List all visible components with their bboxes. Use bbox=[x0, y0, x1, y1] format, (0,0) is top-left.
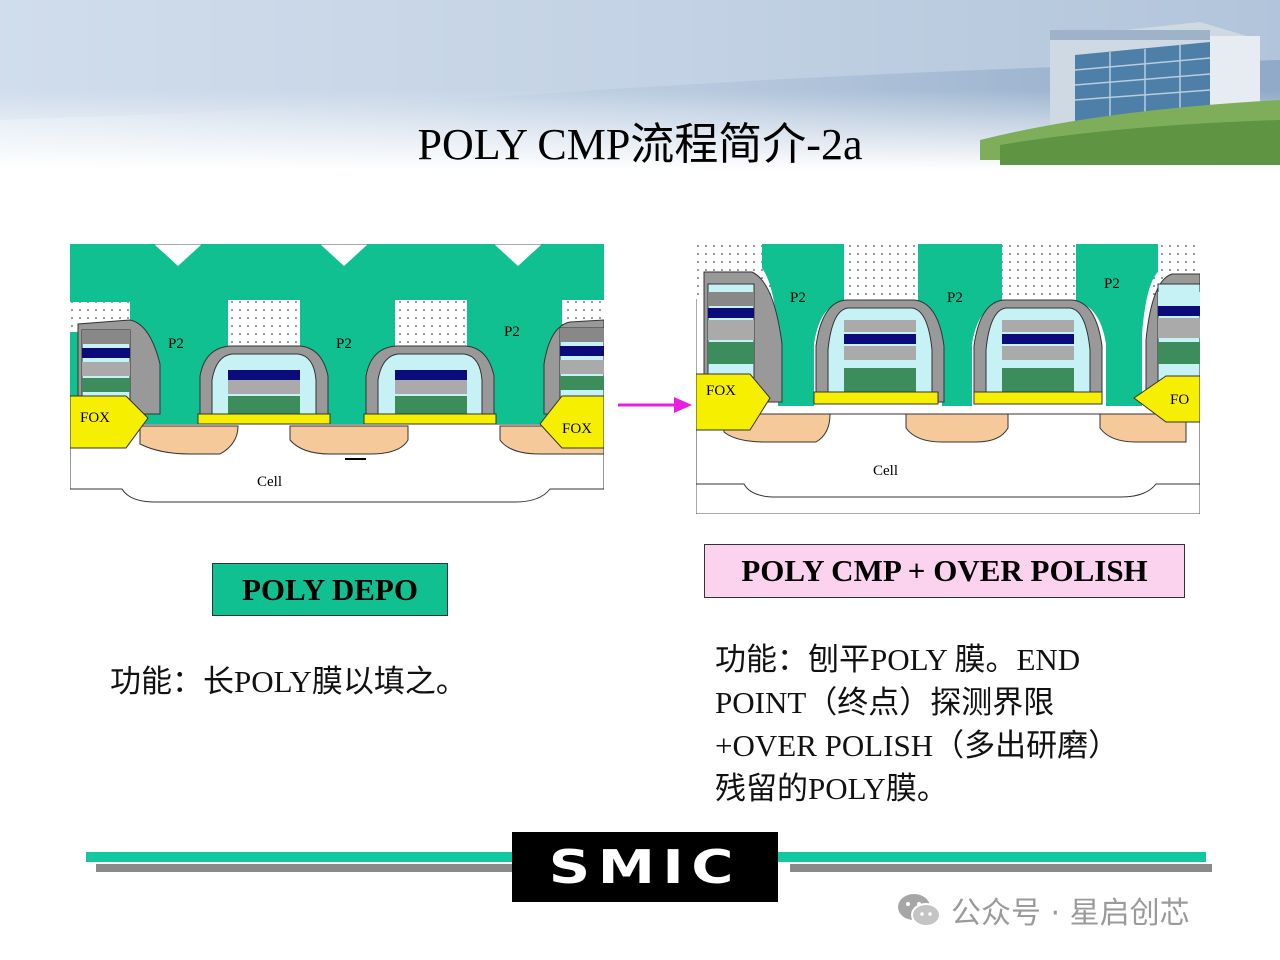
footer-stripes bbox=[86, 852, 1212, 872]
label-fox-right: FO bbox=[1170, 392, 1189, 408]
description-line: POINT（终点）探测界限 bbox=[715, 685, 1055, 720]
description-line: +OVER POLISH（多出研磨） bbox=[715, 728, 1120, 763]
poly-depo-label: POLY DEPO bbox=[212, 563, 448, 616]
label-fox-right: FOX bbox=[562, 421, 592, 437]
label-fox-left: FOX bbox=[80, 410, 110, 426]
poly-depo-diagram: P2 P2 P2 FOX FOX Cell bbox=[70, 244, 604, 514]
description-line: 残留的POLY膜。 bbox=[715, 771, 948, 806]
label-cell: Cell bbox=[873, 463, 898, 479]
process-arrow bbox=[618, 397, 692, 413]
poly-depo-description: 功能：长POLY膜以填之。 bbox=[110, 664, 467, 699]
label-p2-1: P2 bbox=[168, 336, 184, 352]
poly-cmp-description: 功能：刨平POLY 膜。END POINT（终点）探测界限 +OVER POLI… bbox=[715, 638, 1195, 810]
label-p2-2: P2 bbox=[947, 290, 963, 306]
header-background bbox=[0, 0, 1280, 170]
smic-logo-text: SMIC bbox=[548, 840, 742, 894]
watermark: 公众号 · 星启创芯 bbox=[895, 888, 1190, 932]
poly-cmp-diagram: P2 P2 P2 FOX FO Cell bbox=[696, 244, 1200, 514]
watermark-text: 公众号 · 星启创芯 bbox=[951, 896, 1190, 931]
label-p2-2: P2 bbox=[336, 336, 352, 352]
description-line: 功能：刨平POLY 膜。END bbox=[715, 642, 1081, 677]
building-illustration bbox=[980, 22, 1280, 165]
label-p2-3: P2 bbox=[1104, 276, 1120, 292]
smic-logo: SMIC bbox=[512, 832, 778, 902]
poly-cmp-label: POLY CMP + OVER POLISH bbox=[704, 544, 1185, 598]
slide-title: POLY CMP流程简介-2a bbox=[417, 120, 863, 169]
label-p2-1: P2 bbox=[790, 290, 806, 306]
label-p2-3: P2 bbox=[504, 324, 520, 340]
wechat-icon bbox=[898, 894, 941, 927]
label-fox-left: FOX bbox=[706, 383, 736, 399]
label-cell: Cell bbox=[257, 474, 282, 490]
